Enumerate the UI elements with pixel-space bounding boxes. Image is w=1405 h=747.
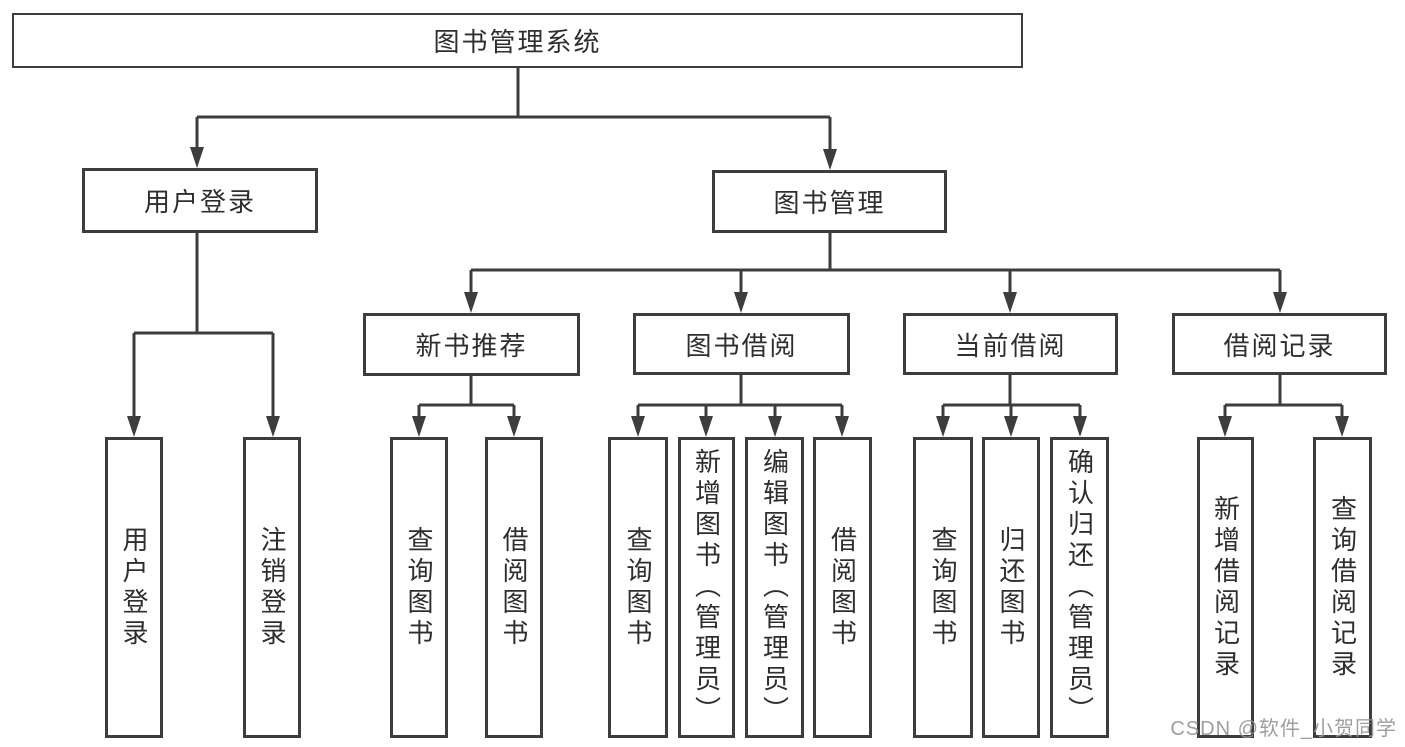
leaf-label: 归还图书 <box>996 525 1026 650</box>
leaf-query-borrow-record: 查询借阅记录 <box>1313 437 1372 738</box>
node-new-book-recommend: 新书推荐 <box>363 313 580 376</box>
node-label: 借阅记录 <box>1223 330 1336 361</box>
leaf-query-book-borrowing: 查询图书 <box>608 437 668 738</box>
leaf-label: 注销登录 <box>257 525 287 650</box>
leaf-label: 查询图书 <box>928 525 958 650</box>
leaf-borrow-book-recommend: 借阅图书 <box>485 437 543 738</box>
leaf-label: 借阅图书 <box>499 525 529 650</box>
leaf-return-book: 归还图书 <box>982 437 1040 738</box>
leaf-label: 新增借阅记录 <box>1210 494 1241 681</box>
arrowheads <box>127 147 1349 437</box>
node-label: 用户登录 <box>143 187 256 217</box>
node-label: 图书借阅 <box>685 330 798 361</box>
leaf-label: 借阅图书 <box>827 525 858 650</box>
leaf-add-book-admin: 新增图书（管理员） <box>678 437 735 738</box>
node-book-management: 图书管理 <box>712 170 947 233</box>
leaf-add-borrow-record: 新增借阅记录 <box>1197 437 1254 738</box>
node-library-management-system: 图书管理系统 <box>12 13 1023 68</box>
leaf-label: 编辑图书（管理员） <box>759 448 790 727</box>
node-book-borrowing: 图书借阅 <box>633 313 850 375</box>
leaf-label: 查询图书 <box>623 525 653 650</box>
node-user-login: 用户登录 <box>82 168 318 233</box>
leaf-logout: 注销登录 <box>243 437 301 738</box>
node-borrowing-records: 借阅记录 <box>1172 313 1387 375</box>
leaf-query-book-recommend: 查询图书 <box>390 437 448 738</box>
leaf-label: 确认归还（管理员） <box>1064 448 1095 727</box>
leaf-label: 新增图书（管理员） <box>691 448 722 727</box>
leaf-label: 用户登录 <box>119 525 149 650</box>
node-label: 图书管理系统 <box>433 27 602 57</box>
leaf-label: 查询借阅记录 <box>1327 494 1358 681</box>
leaf-edit-book-admin: 编辑图书（管理员） <box>745 437 804 738</box>
node-label: 图书管理 <box>773 188 886 218</box>
leaf-label: 查询图书 <box>404 525 434 650</box>
leaf-user-login: 用户登录 <box>105 437 163 738</box>
node-current-borrowing: 当前借阅 <box>903 313 1118 375</box>
watermark: CSDN @软件_小贺同学 <box>1170 718 1397 740</box>
leaf-confirm-return-admin: 确认归还（管理员） <box>1050 437 1109 738</box>
node-label: 新书推荐 <box>415 331 528 361</box>
node-label: 当前借阅 <box>954 330 1067 361</box>
leaf-borrow-book-borrowing: 借阅图书 <box>813 437 872 738</box>
leaf-query-book-current: 查询图书 <box>913 437 973 738</box>
